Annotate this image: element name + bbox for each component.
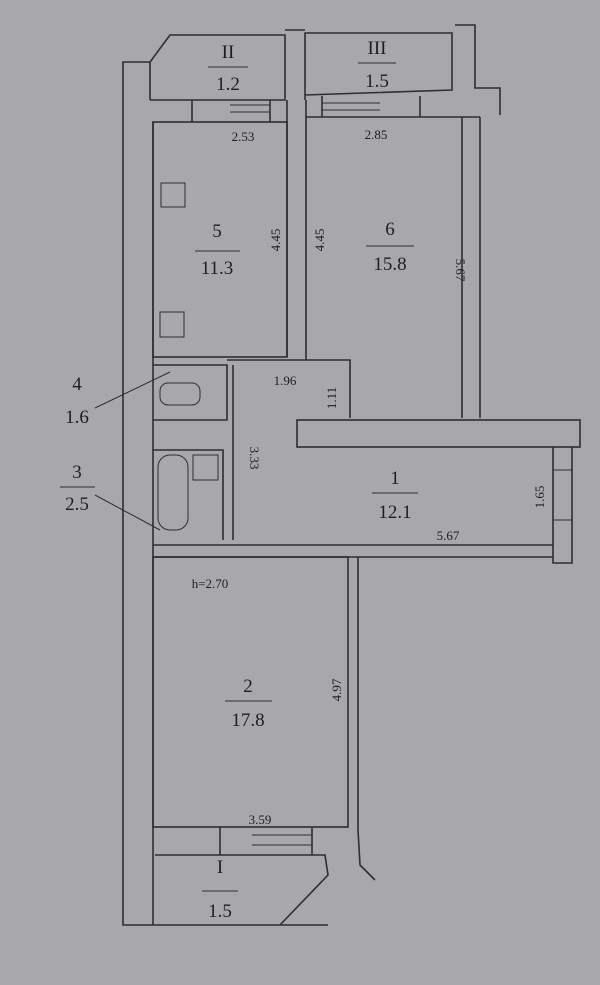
dim-corridor-width: 1.96 [274,373,297,388]
room1-number: 1 [390,468,400,489]
balcony-III-number: III [368,38,387,59]
room2-area: 17.8 [231,710,264,731]
dim-bath-side: 3.33 [247,447,262,470]
dim-room2-width: 3.59 [249,812,272,827]
room4-number: 4 [72,374,82,395]
walls [94,24,581,926]
dim-room5-length: 4.45 [268,229,283,252]
room4-area: 1.6 [65,407,89,428]
balcony-II-area: 1.2 [216,74,240,95]
stove-icon [160,182,186,208]
room2-number: 2 [243,676,253,697]
dim-room6-left: 4.45 [312,229,327,252]
room3-number: 3 [72,462,82,483]
dim-room6-length: 5.67 [453,259,468,282]
balcony-III-area: 1.5 [365,71,389,92]
room5-area: 11.3 [201,258,234,279]
sink-icon [159,311,185,338]
dim-hall-width: 1.65 [532,486,547,509]
toilet-icon [159,382,201,406]
ceiling-height: h=2.70 [192,576,229,591]
dim-hall-length: 5.67 [437,528,460,543]
balcony-I-area: 1.5 [208,901,232,922]
balcony-II-number: II [222,42,235,63]
room5-number: 5 [212,221,222,242]
dim-room2-length: 4.97 [329,678,344,701]
balcony-I-number: I [217,857,223,878]
dim-room6-width: 2.85 [365,127,388,142]
room6-number: 6 [385,219,395,240]
room3-area: 2.5 [65,494,89,515]
room1-area: 12.1 [378,502,411,523]
dim-corridor-depth: 1.11 [324,387,339,409]
dim-room5-width: 2.53 [232,129,255,144]
room6-area: 15.8 [373,254,406,275]
